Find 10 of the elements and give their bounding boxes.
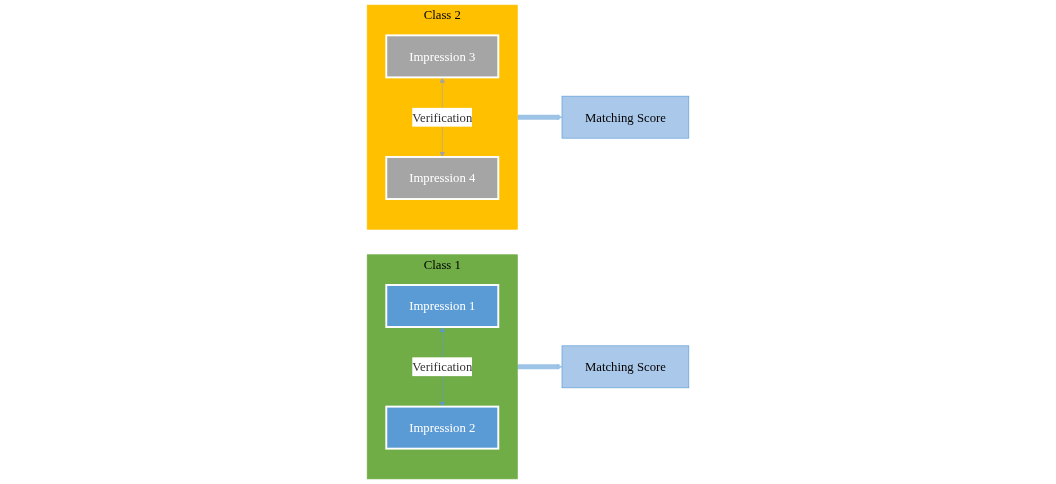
node-box: Impression 4 (385, 156, 500, 200)
node-box: Impression 2 (385, 405, 500, 450)
node-box: Matching Score (561, 345, 690, 389)
edge-label: Verification (412, 359, 473, 374)
node-box: Matching Score (561, 95, 690, 139)
arrow (517, 114, 563, 120)
node-box: Impression 3 (385, 34, 500, 79)
arrow (517, 364, 563, 370)
node-box: Impression 1 (385, 284, 500, 328)
edge-label: Verification (412, 110, 473, 125)
